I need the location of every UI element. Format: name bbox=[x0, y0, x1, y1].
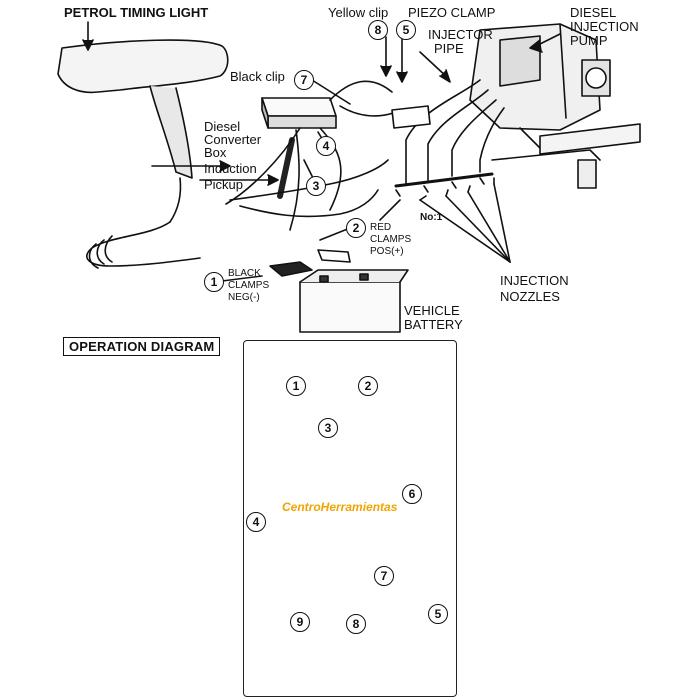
callout-op-9: 9 bbox=[290, 612, 310, 632]
label-diesel-pump-line1: DIESEL bbox=[570, 5, 617, 20]
label-black-clip: Black clip bbox=[230, 69, 285, 84]
label-black-clamps-line1: BLACK bbox=[228, 268, 261, 279]
callout-top-4: 4 bbox=[316, 136, 336, 156]
callout-top-2: 2 bbox=[346, 218, 366, 238]
nozzle-rail bbox=[394, 172, 494, 188]
callout-top-3: 3 bbox=[306, 176, 326, 196]
callout-op-8: 8 bbox=[346, 614, 366, 634]
label-converter-line2: Converter bbox=[204, 132, 262, 147]
timing-light-gun bbox=[57, 39, 229, 269]
label-yellow-clip: Yellow clip bbox=[328, 5, 389, 20]
callout-op-7: 7 bbox=[374, 566, 394, 586]
label-nozzles-line2: NOZZLES bbox=[500, 289, 560, 304]
brand-label: CentroHerramientas bbox=[282, 500, 398, 514]
callout-op-1: 1 bbox=[286, 376, 306, 396]
piezo-clamp-top bbox=[391, 105, 431, 129]
label-diesel-pump-line2: INJECTION bbox=[570, 19, 639, 34]
callout-top-8: 8 bbox=[368, 20, 388, 40]
callout-op-2: 2 bbox=[358, 376, 378, 396]
callout-op-4: 4 bbox=[246, 512, 266, 532]
callout-op-6: 6 bbox=[402, 484, 422, 504]
callout-op-3: 3 bbox=[318, 418, 338, 438]
callout-top-7: 7 bbox=[294, 70, 314, 90]
label-injector-pipe-line1: INJECTOR bbox=[428, 27, 493, 42]
label-converter-line3: Box bbox=[204, 145, 227, 160]
injector-pipes bbox=[405, 79, 505, 185]
label-petrol-timing-light: PETROL TIMING LIGHT bbox=[64, 5, 209, 20]
label-battery-line2: BATTERY bbox=[404, 317, 463, 332]
operation-diagram-title: OPERATION DIAGRAM bbox=[63, 337, 221, 356]
operation-photo-frame bbox=[243, 340, 457, 697]
battery bbox=[299, 281, 401, 333]
label-black-clamps-line2: CLAMPS bbox=[228, 280, 270, 291]
label-black-clamps-line3: NEG(-) bbox=[228, 292, 260, 303]
label-diesel-pump-line3: PUMP bbox=[570, 33, 608, 48]
callout-op-5: 5 bbox=[428, 604, 448, 624]
black-clamp-top bbox=[269, 261, 313, 277]
label-induction-line1: Induction bbox=[204, 161, 257, 176]
label-converter-line1: Diesel bbox=[204, 119, 241, 134]
injection-pump bbox=[469, 23, 611, 149]
red-clamp-top bbox=[317, 249, 351, 263]
induction-pickup bbox=[277, 137, 295, 199]
label-battery-line1: VEHICLE bbox=[404, 303, 460, 318]
label-nozzles-line1: INJECTION bbox=[500, 273, 569, 288]
label-red-clamps-line1: RED bbox=[370, 222, 392, 233]
label-red-clamps-line3: POS(+) bbox=[370, 246, 404, 257]
label-induction-line2: Pickup bbox=[204, 177, 244, 192]
converter-box-top bbox=[261, 97, 337, 129]
label-no1: No:1 bbox=[420, 212, 443, 223]
label-red-clamps-line2: CLAMPS bbox=[370, 234, 412, 245]
label-injector-pipe-line2: PIPE bbox=[434, 41, 464, 56]
callout-top-1: 1 bbox=[204, 272, 224, 292]
label-piezo-clamp: PIEZO CLAMP bbox=[408, 5, 496, 20]
callout-top-5: 5 bbox=[396, 20, 416, 40]
